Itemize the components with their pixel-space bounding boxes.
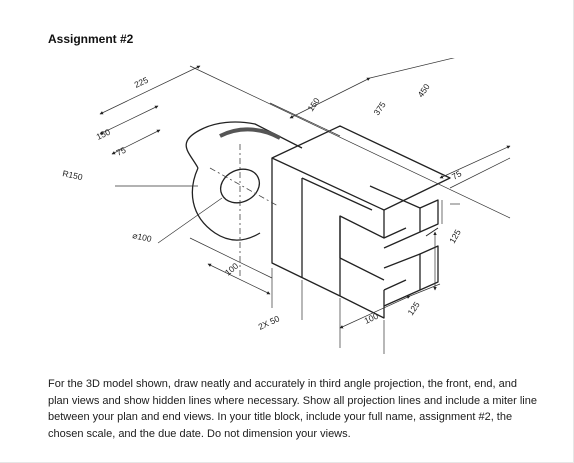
- slot-edges: [383, 227, 407, 291]
- dim-line-225: [99, 65, 201, 115]
- dim-150-top: 150: [305, 96, 321, 114]
- ext-line-mid: [269, 102, 341, 137]
- upper-prong-end: [419, 199, 439, 233]
- dim-450: 450: [415, 82, 431, 100]
- dim-line-150-left: [99, 105, 159, 135]
- dim-line-450: [439, 145, 511, 179]
- lug-rounded-front: [191, 167, 261, 241]
- body-top-face: [271, 125, 451, 211]
- dim-75-right: 75: [450, 168, 463, 182]
- assignment-title: Assignment #2: [48, 32, 134, 46]
- isometric-drawing: 225 150 75 R150 ⌀100 100 2X 50 150 375 4…: [40, 58, 550, 358]
- dim-375: 375: [371, 100, 387, 118]
- lug-hole: [220, 168, 260, 204]
- assignment-instructions: For the 3D model shown, draw neatly and …: [48, 378, 537, 440]
- dim-100-bottom: 100: [363, 311, 380, 326]
- dim-125-right: 125: [447, 227, 463, 245]
- centre-lines: [209, 144, 279, 278]
- dim-line-150-top: [289, 77, 371, 119]
- model-outline: [185, 121, 451, 319]
- dim-r150: R150: [62, 168, 84, 182]
- leader-dia100: [157, 197, 223, 244]
- body-top-inner: [301, 177, 373, 211]
- body-front-face: [339, 210, 385, 319]
- prong-gap: [425, 227, 439, 237]
- dim-line-100-bottom: [339, 295, 411, 329]
- hole-centre-horizontal: [209, 167, 279, 207]
- dim-150-left: 150: [95, 127, 112, 142]
- upper-prong: [369, 185, 421, 249]
- lug-hatch: [219, 127, 281, 140]
- isometric-model-svg: 225 150 75 R150 ⌀100 100 2X 50 150 375 4…: [62, 58, 511, 354]
- dimension-lines: [99, 58, 511, 354]
- slot-inner: [339, 216, 385, 281]
- dim-line-125-bottom: [409, 283, 441, 297]
- dim-2x50: 2X 50: [257, 313, 282, 332]
- dim-225: 225: [133, 75, 150, 90]
- dim-125-bottom: 125: [405, 300, 421, 318]
- lug-top-edge: [185, 121, 303, 169]
- lower-prong-end: [419, 245, 439, 291]
- dim-dia100: ⌀100: [132, 230, 153, 244]
- body-left-edge: [271, 158, 341, 297]
- ext-line-450: [449, 157, 511, 189]
- dim-75-left: 75: [115, 145, 128, 158]
- ext-line-top: [189, 65, 511, 219]
- dim-line-75-left: [111, 129, 161, 155]
- lower-prong: [383, 253, 421, 307]
- dim-line-100-lower: [207, 263, 271, 295]
- dim-100-lower: 100: [223, 261, 241, 278]
- ext-line-375: [369, 58, 455, 79]
